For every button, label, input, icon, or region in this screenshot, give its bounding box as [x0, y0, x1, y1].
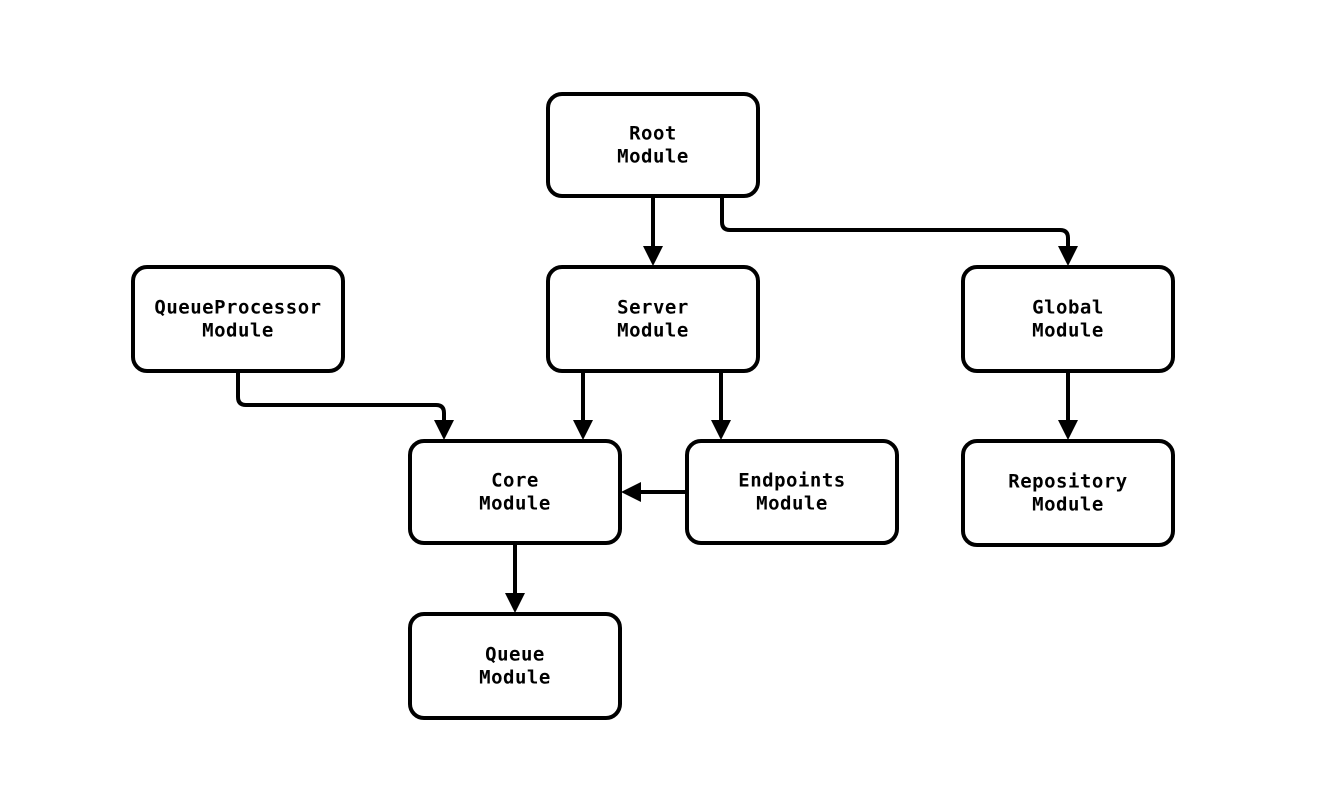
node-box[interactable]: [961, 265, 1175, 373]
edge-server-to-endpoints: [711, 371, 731, 440]
node-label-line1: Endpoints: [738, 470, 845, 492]
nodes-layer: RootModuleQueueProcessorModuleServerModu…: [131, 92, 1175, 720]
edge-root-to-global: [720, 196, 1078, 266]
arrowhead-icon: [621, 482, 641, 502]
node-label-line1: Server: [617, 297, 689, 319]
node-box[interactable]: [685, 439, 899, 545]
node-label-line2: Module: [1032, 494, 1104, 516]
edge-line: [236, 371, 446, 426]
edge-queueprocessor-to-core: [236, 371, 454, 440]
node-box[interactable]: [546, 92, 760, 198]
node-box[interactable]: [408, 612, 622, 720]
edge-core-to-queue: [505, 543, 525, 613]
node-label-line1: QueueProcessor: [154, 297, 321, 319]
arrowhead-icon: [1058, 246, 1078, 266]
node-label-line2: Module: [479, 493, 551, 515]
node-label-line2: Module: [202, 320, 274, 342]
node-label-line2: Module: [479, 667, 551, 689]
node-label-line2: Module: [756, 493, 828, 515]
node-label-line2: Module: [1032, 320, 1104, 342]
arrowhead-icon: [643, 246, 663, 266]
node-label-line1: Global: [1032, 297, 1104, 319]
node-box[interactable]: [546, 265, 760, 373]
node-label-line1: Queue: [485, 644, 545, 666]
arrowhead-icon: [573, 420, 593, 440]
node-box[interactable]: [961, 439, 1175, 547]
node-box[interactable]: [131, 265, 345, 373]
node-label-line1: Core: [491, 470, 539, 492]
node-label-line1: Repository: [1008, 471, 1127, 493]
arrowhead-icon: [1058, 420, 1078, 440]
edge-global-to-repository: [1058, 371, 1078, 440]
node-label-line2: Module: [617, 146, 689, 168]
arrowhead-icon: [711, 420, 731, 440]
node-label-line1: Root: [629, 123, 677, 145]
edge-endpoints-to-core: [621, 482, 687, 502]
arrowhead-icon: [505, 593, 525, 613]
arrowhead-icon: [434, 420, 454, 440]
edge-server-to-core: [573, 371, 593, 440]
edge-root-to-server: [643, 196, 663, 266]
edges-layer: [236, 196, 1078, 613]
node-label-line2: Module: [617, 320, 689, 342]
node-box[interactable]: [408, 439, 622, 545]
edge-line: [720, 196, 1070, 252]
